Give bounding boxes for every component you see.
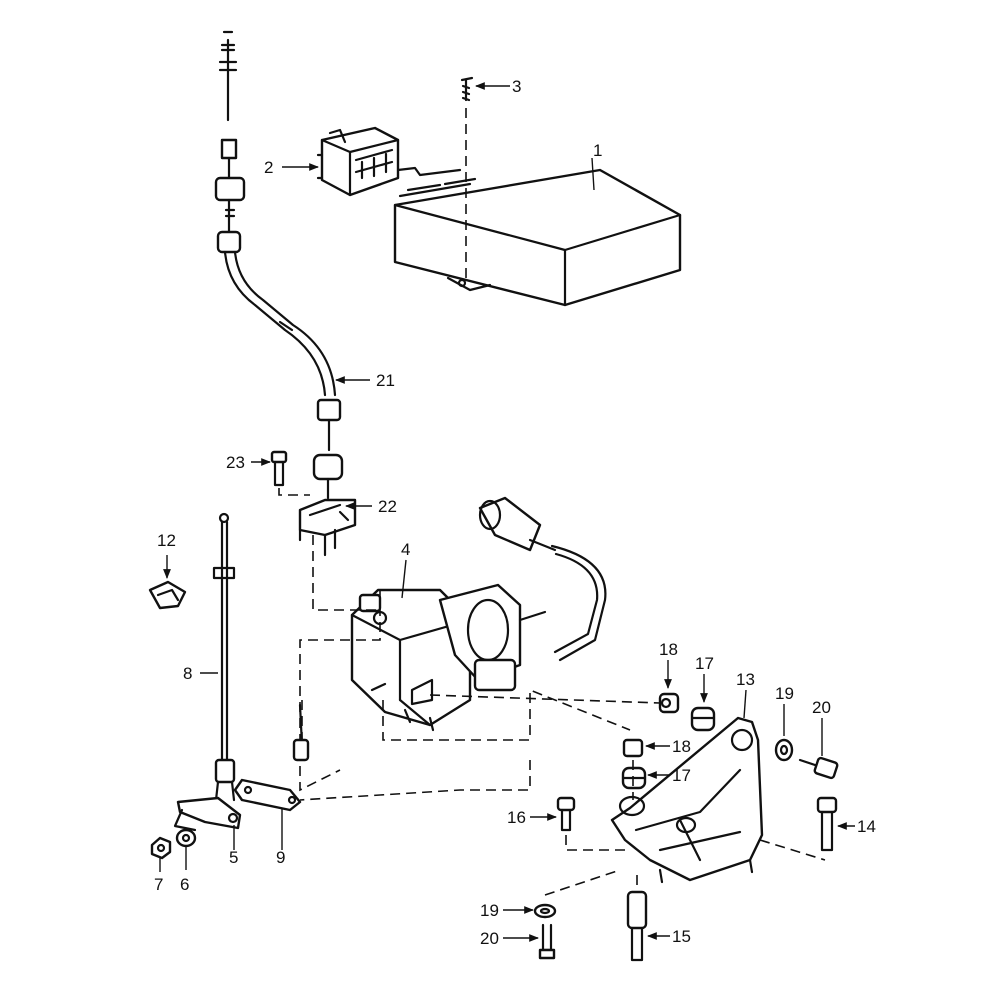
sensor-cable <box>478 496 607 662</box>
washer-19-right <box>774 738 794 762</box>
spacer-15 <box>626 890 648 962</box>
link-rod <box>292 703 310 762</box>
callout-7: 7 <box>154 875 163 894</box>
bolt-20-right <box>798 756 839 780</box>
screw-3 <box>460 76 474 280</box>
callout-9: 9 <box>276 848 285 867</box>
callout-labels: 1 2 3 4 5 6 7 8 9 12 13 14 15 16 17 17 1… <box>154 77 876 948</box>
callout-18-upper: 18 <box>659 640 678 659</box>
mounting-bracket-13 <box>610 716 764 884</box>
lever-5 <box>173 796 242 832</box>
callout-15: 15 <box>672 927 691 946</box>
bracket-22 <box>298 498 357 557</box>
callout-17-lower: 17 <box>672 766 691 785</box>
callout-21: 21 <box>376 371 395 390</box>
callout-23: 23 <box>226 453 245 472</box>
callout-4: 4 <box>401 540 410 559</box>
bolt-23 <box>270 450 310 496</box>
cable-assembly <box>214 30 344 500</box>
leader-lines <box>159 82 855 942</box>
rod-8 <box>212 512 236 802</box>
washer-6 <box>175 828 197 848</box>
clip-12 <box>148 580 187 610</box>
grommet-17-upper <box>690 706 716 732</box>
callout-6: 6 <box>180 875 189 894</box>
nut-7 <box>150 836 172 860</box>
callout-22: 22 <box>378 497 397 516</box>
actuator-4 <box>350 583 547 732</box>
bushing-18-upper <box>658 692 680 714</box>
callout-17-upper: 17 <box>695 654 714 673</box>
callout-19-lower: 19 <box>480 901 499 920</box>
bushing-18-lower <box>622 738 644 758</box>
assembly-lines <box>299 535 826 896</box>
callout-14: 14 <box>857 817 876 836</box>
bolt-14 <box>816 796 838 852</box>
callout-13: 13 <box>736 670 755 689</box>
bolt-16 <box>556 796 576 832</box>
callout-19-right: 19 <box>775 684 794 703</box>
connector-plug <box>316 126 462 197</box>
link-plate-9 <box>233 778 302 812</box>
callout-20-lower: 20 <box>480 929 499 948</box>
callout-20-right: 20 <box>812 698 831 717</box>
callout-5: 5 <box>229 848 238 867</box>
callout-2: 2 <box>264 158 273 177</box>
control-unit-box <box>393 168 682 307</box>
callout-16: 16 <box>507 808 526 827</box>
bolt-20-lower <box>538 923 556 960</box>
washer-19-lower <box>533 903 557 919</box>
grommet-17-lower <box>621 766 647 790</box>
callout-12: 12 <box>157 531 176 550</box>
callout-3: 3 <box>512 77 521 96</box>
callout-8: 8 <box>183 664 192 683</box>
callout-1: 1 <box>593 141 602 160</box>
callout-18-lower: 18 <box>672 737 691 756</box>
